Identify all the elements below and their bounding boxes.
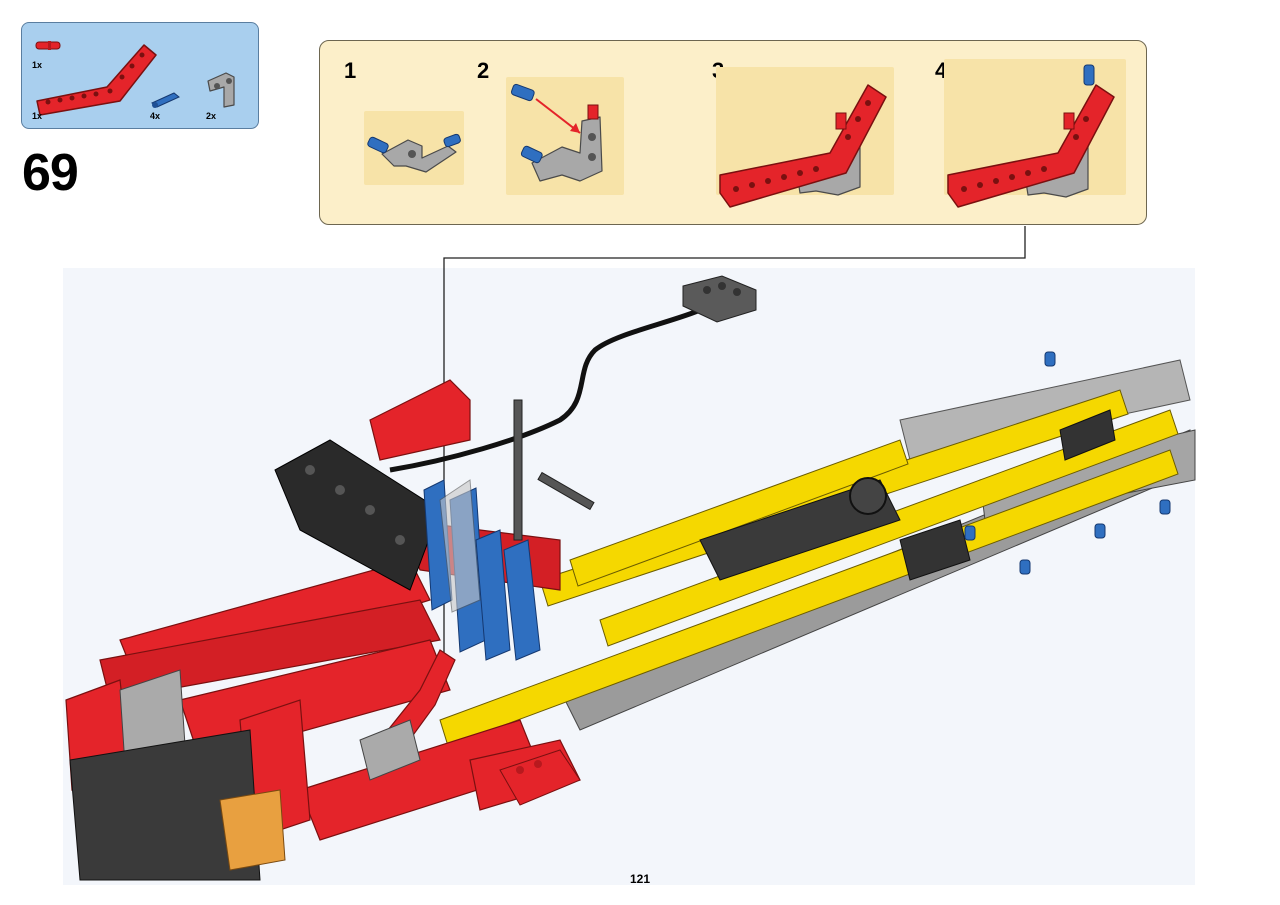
- chassis-blue-pins: [489, 351, 1171, 745]
- substep-number-2: 2: [477, 58, 490, 83]
- vertical-axle: [513, 399, 595, 541]
- engine-block: [69, 669, 421, 881]
- substep-4-illustration: [947, 64, 1115, 208]
- cable: [389, 297, 722, 473]
- substep-number-1: 1: [344, 58, 357, 83]
- substep-2-illustration: [510, 83, 603, 182]
- substep-3-illustration: [719, 84, 887, 208]
- part-qty-blue-pin: 4x: [150, 111, 161, 121]
- page-number: 121: [629, 872, 651, 886]
- step-number: 69: [22, 144, 79, 202]
- blue-vertical-beams: [423, 479, 541, 661]
- controller-brick: [682, 275, 757, 323]
- part-qty-grey-connector: 2x: [206, 111, 217, 121]
- subassembly-callout: 1 2 3 4: [319, 40, 1147, 225]
- red-brick: [499, 749, 581, 806]
- parts-list-callout: 1x 1x 4x 2x: [21, 22, 259, 129]
- blue-axle-pin-icon: [151, 92, 180, 108]
- red-axle-pin-icon: [35, 41, 61, 50]
- part-qty-red-pin: 1x: [32, 60, 43, 70]
- substep-1-illustration: [367, 133, 461, 173]
- callout-pointer-line: [443, 226, 1026, 680]
- red-bent-beam-icon: [36, 44, 157, 116]
- chassis-yellow-beams: [439, 389, 1179, 747]
- chassis-dark-parts: [699, 409, 1116, 581]
- grey-angle-connector-icon: [207, 72, 235, 108]
- part-qty-red-beam: 1x: [32, 111, 43, 121]
- black-panel: [274, 439, 441, 591]
